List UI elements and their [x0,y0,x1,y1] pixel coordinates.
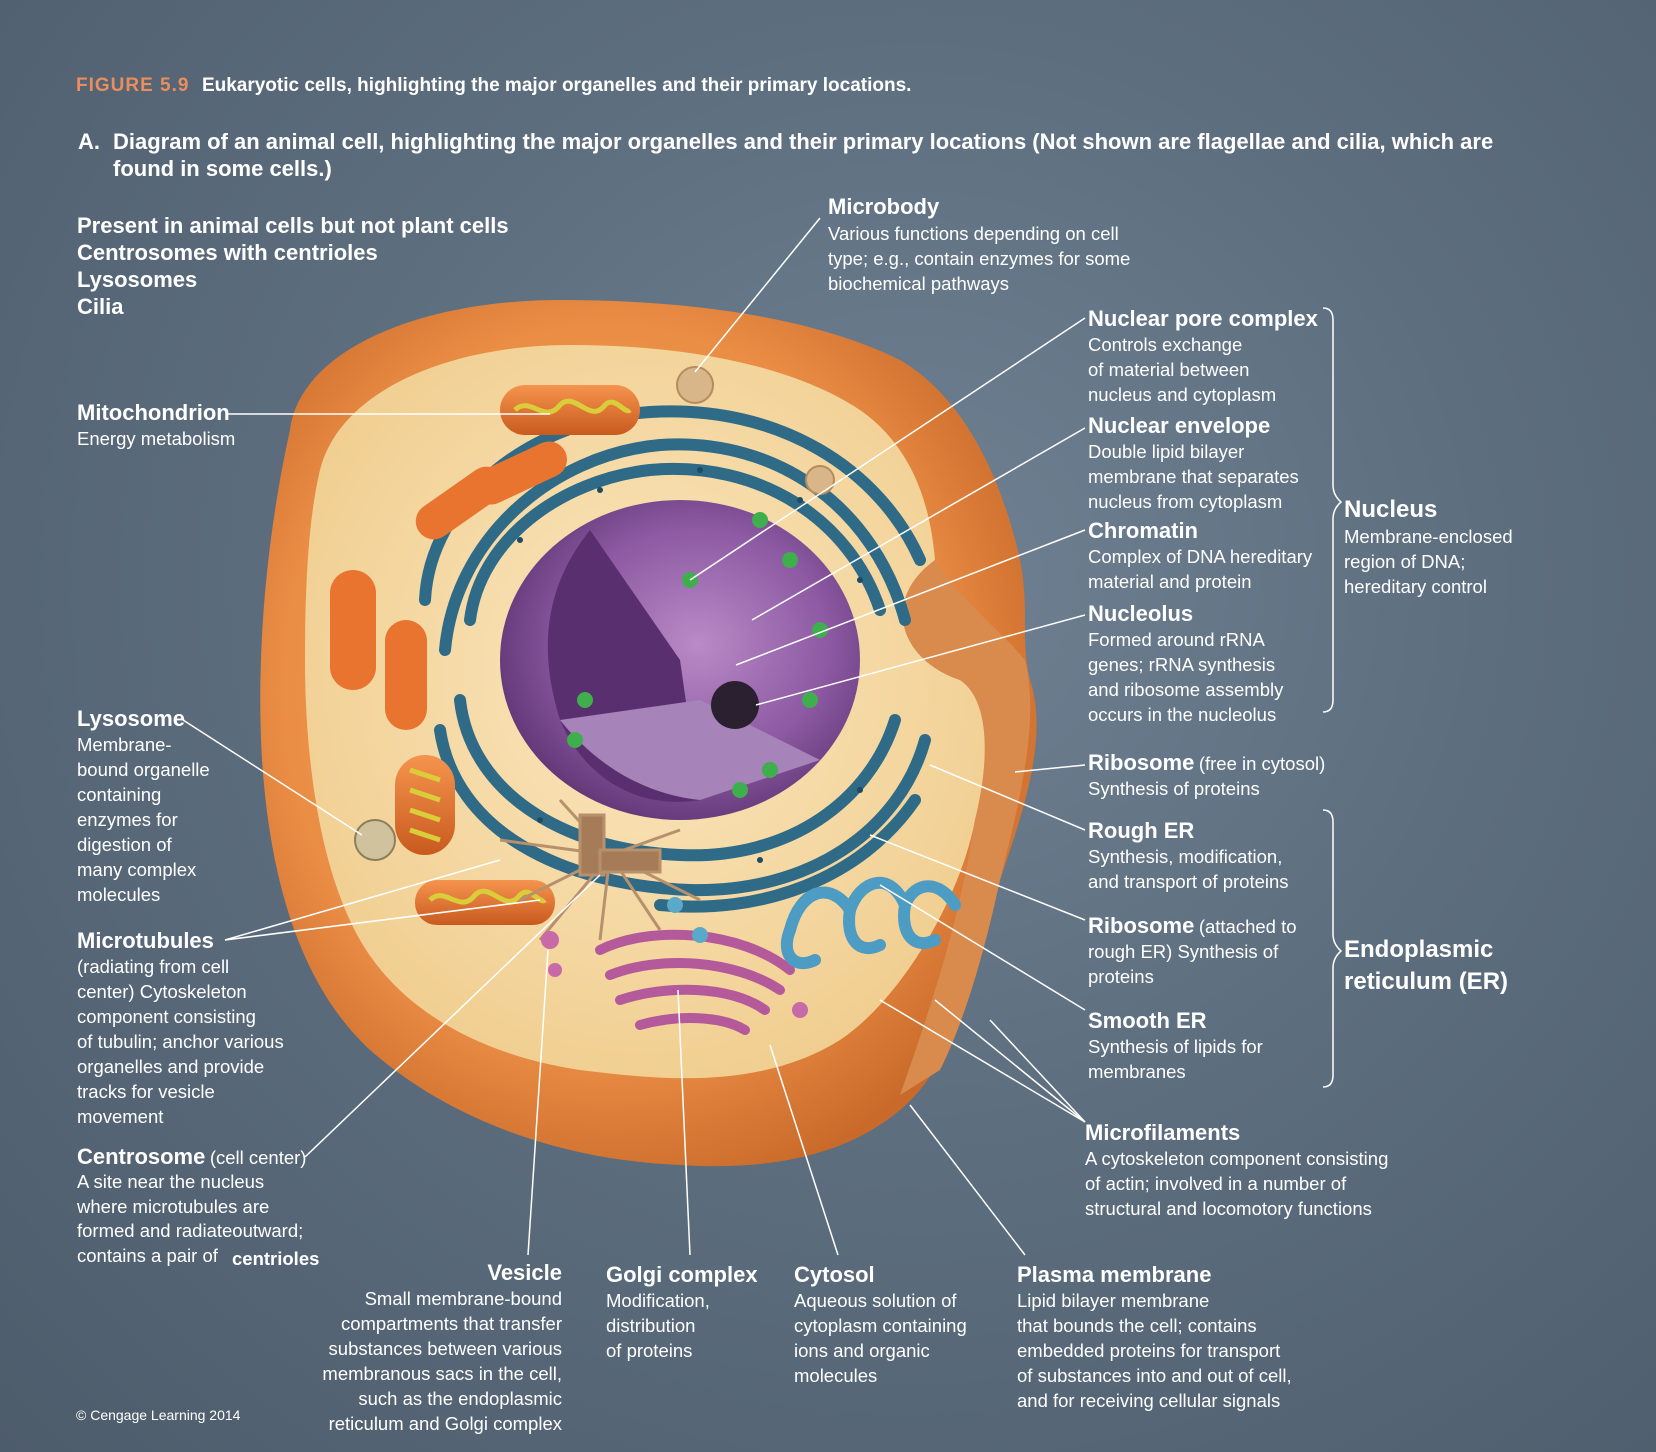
label-nucleolus: Nucleolus Formed around rRNA genes; rRNA… [1088,603,1283,727]
figure-caption-text: Eukaryotic cells, highlighting the major… [201,75,912,96]
label-desc-bold: centrioles [232,1248,320,1269]
microbody-shape [676,366,714,404]
label-desc: Aqueous solution of cytoplasm containing… [794,1290,967,1386]
label-desc: rough ER) Synthesis of proteins [1088,941,1279,987]
label-title: Cytosol [794,1262,875,1287]
label-desc: Double lipid bilayer membrane that separ… [1088,441,1299,512]
label-desc: (radiating from cell center) Cytoskeleto… [77,956,284,1127]
leader-lines [182,217,1086,1256]
smooth-er-shape [780,876,961,970]
figure-caption: FIGURE 5.9 Eukaryotic cells, highlightin… [76,76,911,95]
label-desc: A site near the nucleus where microtubul… [77,1171,304,1266]
label-nuclear-envelope: Nuclear envelope Double lipid bilayer me… [1088,415,1299,514]
label-desc: Small membrane-bound compartments that t… [322,1288,562,1434]
copyright: © Cengage Learning 2014 [76,1407,241,1423]
label-title: Microbody [828,194,940,219]
label-title: Nucleus [1344,496,1438,523]
label-title: Mitochondrion [77,400,230,425]
subfigure-line-2: found in some cells.) [113,156,332,181]
mitochondria-shapes [330,385,640,925]
label-desc: Lipid bilayer membrane that bounds the c… [1017,1290,1292,1411]
label-desc: Synthesis of lipids for membranes [1088,1036,1263,1082]
er-bracket [1322,809,1343,1088]
label-desc: Membrane- bound organelle containing enz… [77,734,210,905]
label-ribosome-free: Ribosome (free in cytosol) Synthesis of … [1088,752,1325,801]
label-lysosome: Lysosome Membrane- bound organelle conta… [77,708,210,907]
label-title: Nucleolus [1088,601,1194,626]
centrosome-shape [499,798,701,941]
label-title: Microfilaments [1085,1120,1241,1145]
label-title: Golgi complex [606,1262,758,1287]
label-title: Ribosome [1088,750,1195,775]
label-microfilaments: Microfilaments A cytoskeleton component … [1085,1122,1388,1221]
label-desc: Controls exchange of material between nu… [1088,334,1277,405]
label-desc: Modification, distribution of proteins [606,1290,710,1361]
label-desc: Complex of DNA hereditary material and p… [1088,546,1313,592]
lysosome-shape [354,819,396,861]
animal-only-item: Lysosomes [77,267,198,292]
label-golgi-complex: Golgi complex Modification, distribution… [606,1264,758,1363]
rough-er-shape [419,405,931,913]
label-rough-er: Rough ER Synthesis, modification, and tr… [1088,820,1289,894]
label-title: Chromatin [1088,518,1198,543]
label-smooth-er: Smooth ER Synthesis of lipids for membra… [1088,1010,1263,1084]
label-note: (cell center) [209,1147,307,1168]
vesicle-shapes [541,897,808,1018]
subfigure-letter: A. [78,129,100,154]
rough-er-ribosomes [517,467,863,863]
label-vesicle: Vesicle Small membrane-bound compartment… [280,1262,562,1436]
label-title: Lysosome [77,706,186,731]
nucleolus-shape [711,681,759,729]
nucleus-cut-floor [560,700,820,800]
label-title: Endoplasmic reticulum (ER) [1344,936,1509,995]
label-desc: Various functions depending on cell type… [828,223,1131,294]
animal-only-list: Present in animal cells but not plant ce… [77,212,509,320]
nucleus-bracket [1322,307,1343,713]
label-desc: Energy metabolism [77,428,236,449]
label-mitochondrion: Mitochondrion Energy metabolism [77,402,235,451]
label-title: Smooth ER [1088,1008,1207,1033]
label-desc: Synthesis of proteins [1088,778,1260,799]
microbody-shape-2 [805,465,835,495]
label-title: Vesicle [487,1260,562,1285]
label-desc: Formed around rRNA genes; rRNA synthesis… [1088,629,1284,725]
label-title: Rough ER [1088,818,1195,843]
label-title: Microtubules [77,928,214,953]
label-microtubules: Microtubules (radiating from cell center… [77,930,284,1129]
label-desc: Membrane-enclosed region of DNA; heredit… [1344,526,1513,597]
label-nucleus-group: Nucleus Membrane-enclosed region of DNA;… [1344,494,1513,599]
animal-only-item: Cilia [77,294,124,319]
label-title: Centrosome [77,1144,206,1169]
label-centrosome: Centrosome (cell center) A site near the… [77,1144,319,1270]
label-nuclear-pore-complex: Nuclear pore complex Controls exchange o… [1088,308,1318,407]
label-chromatin: Chromatin Complex of DNA hereditary mate… [1088,520,1312,594]
subfigure-line-1: Diagram of an animal cell, highlighting … [113,129,1494,154]
label-note: (free in cytosol) [1198,753,1326,774]
animal-only-item: Centrosomes with centrioles [77,240,378,265]
label-cytosol: Cytosol Aqueous solution of cytoplasm co… [794,1264,967,1388]
label-desc: A cytoskeleton component consisting of a… [1085,1148,1389,1219]
figure-number: FIGURE 5.9 [76,75,190,96]
label-title: Ribosome [1088,913,1195,938]
label-ribosome-attached: Ribosome (attached to rough ER) Synthesi… [1088,915,1297,989]
nuclear-pores [567,512,828,798]
label-title: Nuclear pore complex [1088,306,1318,331]
cut-face-shape [900,560,1031,1095]
label-plasma-membrane: Plasma membrane Lipid bilayer membrane t… [1017,1264,1292,1413]
label-microbody: Microbody Various functions depending on… [828,196,1130,296]
label-title: Plasma membrane [1017,1262,1212,1287]
animal-only-heading: Present in animal cells but not plant ce… [77,213,509,238]
label-er-group: Endoplasmic reticulum (ER) [1344,934,1508,998]
label-note: (attached to [1198,916,1297,937]
label-title: Nuclear envelope [1088,413,1271,438]
label-desc: Synthesis, modification, and transport o… [1088,846,1289,892]
